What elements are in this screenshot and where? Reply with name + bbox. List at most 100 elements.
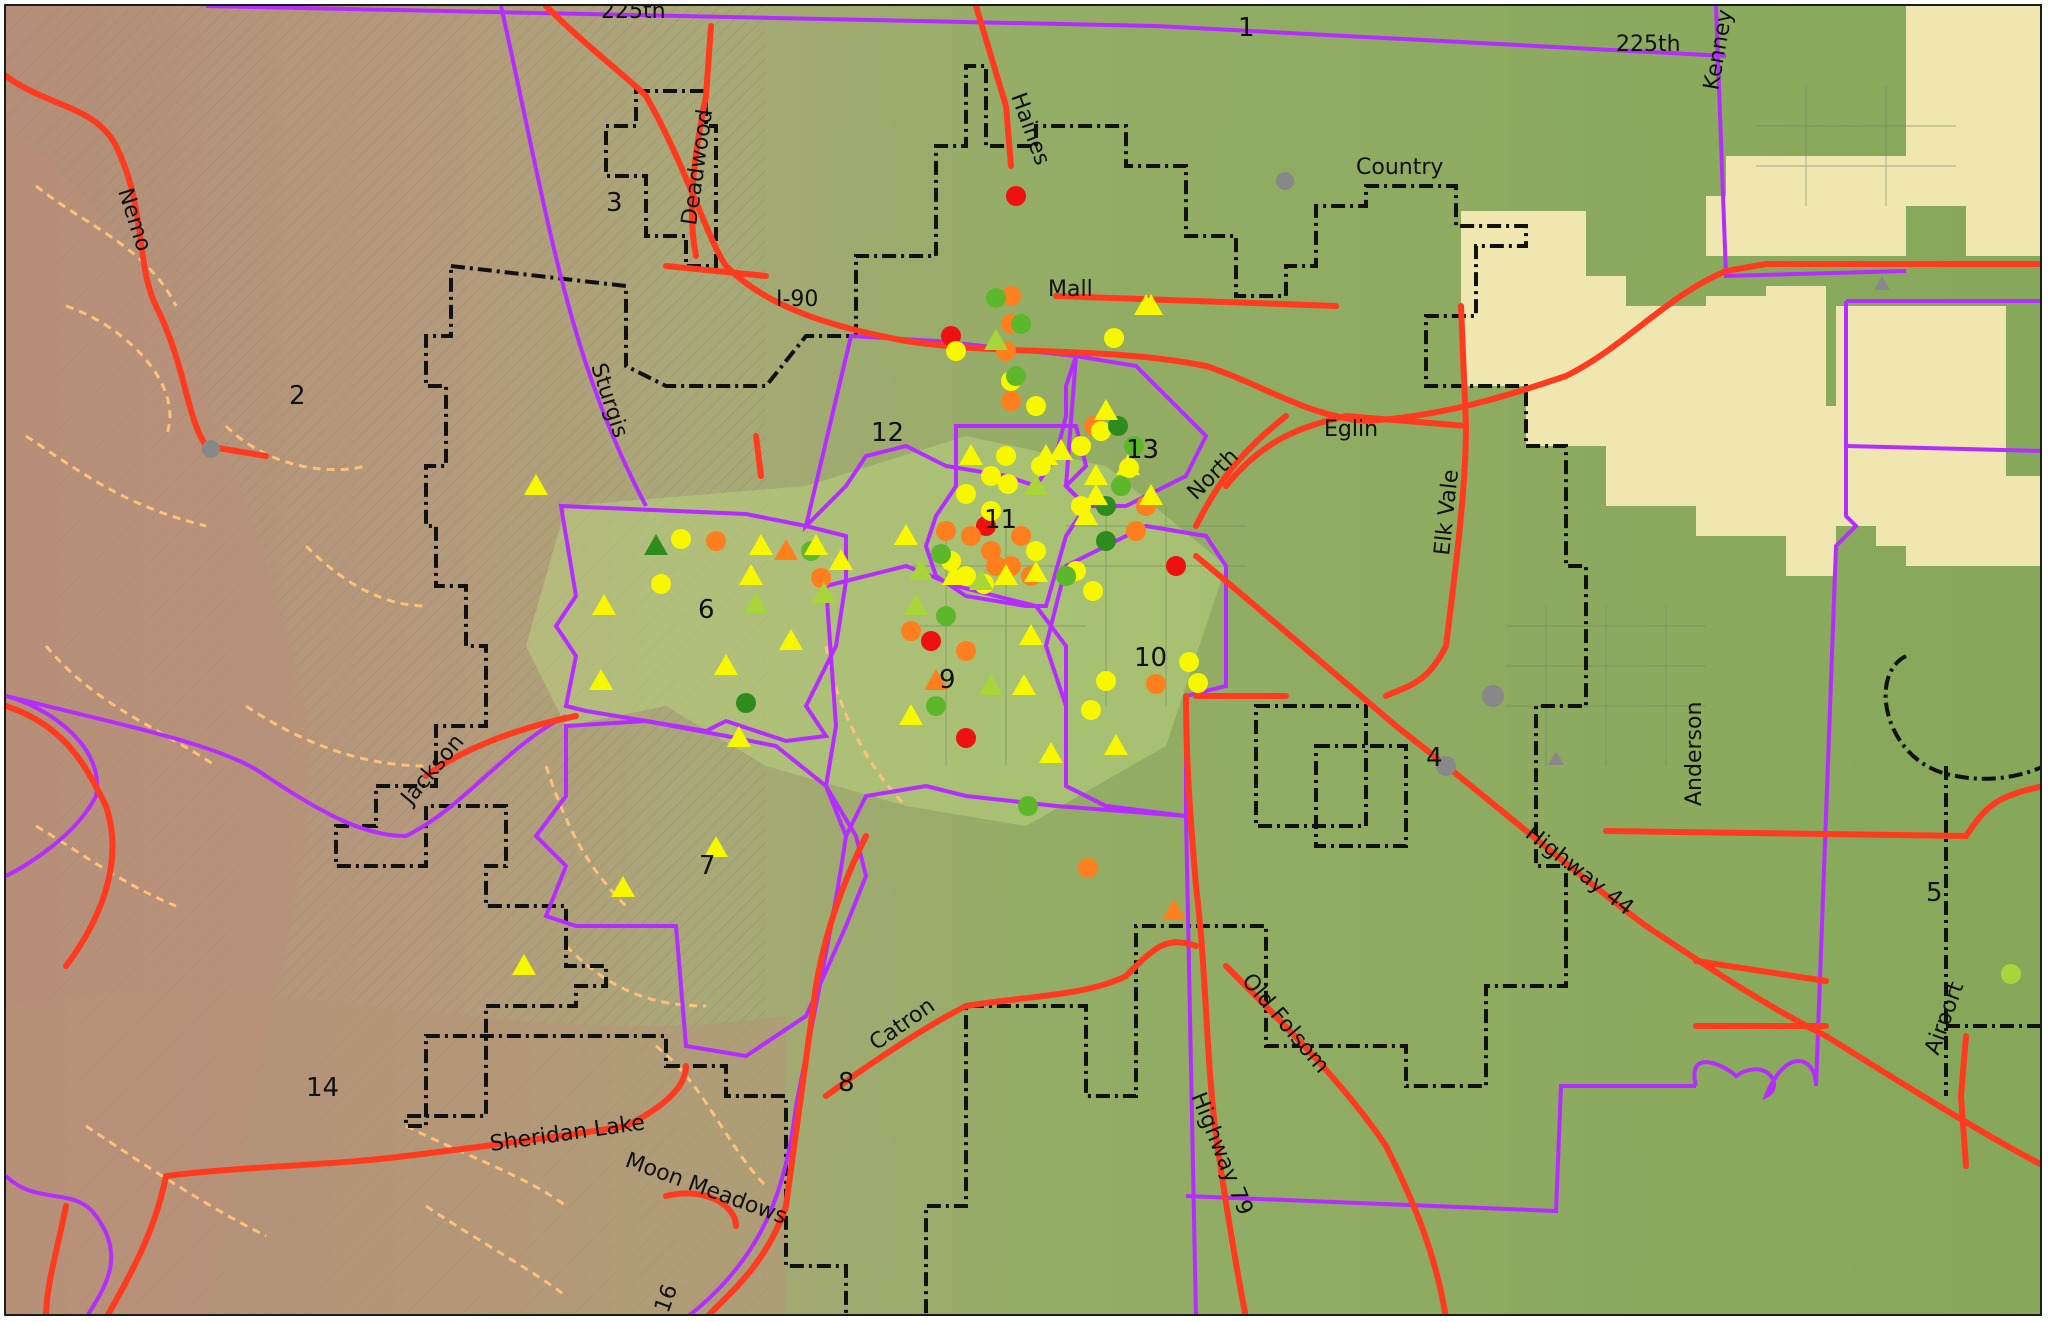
site-marker-circle[interactable] [956, 484, 976, 504]
site-marker-circle[interactable] [1111, 476, 1131, 496]
site-marker-triangle[interactable] [512, 954, 536, 975]
site-marker-circle[interactable] [1026, 396, 1046, 416]
site-marker-triangle[interactable] [942, 564, 966, 585]
site-marker-circle[interactable] [956, 728, 976, 748]
site-marker-circle[interactable] [986, 288, 1006, 308]
site-marker-triangle[interactable] [749, 534, 773, 555]
site-marker-triangle[interactable] [904, 594, 928, 615]
site-marker-triangle[interactable] [899, 704, 923, 725]
site-marker-triangle[interactable] [1094, 399, 1118, 420]
site-marker-triangle[interactable] [909, 559, 933, 580]
site-marker-triangle[interactable] [779, 629, 803, 650]
site-marker-circle[interactable] [931, 544, 951, 564]
site-marker-circle[interactable] [1126, 521, 1146, 541]
site-marker-triangle[interactable] [1116, 454, 1140, 475]
site-marker-circle[interactable] [996, 446, 1016, 466]
site-marker-triangle[interactable] [894, 524, 918, 545]
site-marker-triangle[interactable] [592, 594, 616, 615]
site-marker-circle[interactable] [1018, 796, 1038, 816]
site-marker-circle[interactable] [956, 641, 976, 661]
site-marker-circle[interactable] [946, 341, 966, 361]
site-marker-circle[interactable] [1006, 186, 1026, 206]
site-marker-triangle[interactable] [1074, 504, 1098, 525]
site-marker-circle[interactable] [1071, 436, 1091, 456]
site-marker-circle[interactable] [921, 631, 941, 651]
site-marker-circle[interactable] [998, 474, 1018, 494]
site-marker-circle[interactable] [1146, 674, 1166, 694]
site-marker-triangle[interactable] [924, 669, 948, 690]
map-canvas[interactable]: 225th 225th Haines Kenney Country Nemo D… [6, 6, 2042, 1316]
site-marker-circle[interactable] [1078, 858, 1098, 878]
site-marker-circle[interactable] [986, 556, 1006, 576]
site-marker-circle[interactable] [811, 568, 831, 588]
site-marker-circle[interactable] [1011, 314, 1031, 334]
site-marker-triangle[interactable] [804, 534, 828, 555]
site-marker-triangle[interactable] [1139, 484, 1163, 505]
site-marker-triangle[interactable] [1039, 742, 1063, 763]
site-marker-circle[interactable] [1096, 531, 1116, 551]
site-marker-circle[interactable] [1188, 673, 1208, 693]
site-marker-triangle[interactable] [1024, 474, 1048, 495]
site-marker-triangle[interactable] [704, 836, 728, 857]
site-marker-circle[interactable] [981, 501, 1001, 521]
site-marker-triangle[interactable] [1084, 484, 1108, 505]
site-marker-triangle[interactable] [1084, 464, 1108, 485]
site-marker-circle[interactable] [1096, 671, 1116, 691]
site-marker-circle[interactable] [901, 621, 921, 641]
site-marker-circle[interactable] [1091, 421, 1111, 441]
site-marker-triangle[interactable] [714, 654, 738, 675]
site-marker-triangle[interactable] [611, 876, 635, 897]
site-marker-triangle[interactable] [959, 444, 983, 465]
site-marker-circle[interactable] [1179, 652, 1199, 672]
site-marker-triangle[interactable] [739, 564, 763, 585]
site-marker-circle[interactable] [1001, 391, 1021, 411]
site-marker-triangle[interactable] [829, 549, 853, 570]
site-marker-circle[interactable] [1124, 436, 1144, 456]
site-marker-circle[interactable] [1166, 556, 1186, 576]
site-marker-triangle[interactable] [727, 726, 751, 747]
site-marker-circle[interactable] [981, 466, 1001, 486]
site-marker-triangle[interactable] [984, 329, 1008, 350]
site-marker-circle[interactable] [1083, 581, 1103, 601]
site-marker-circle[interactable] [1011, 526, 1031, 546]
site-marker-triangle[interactable] [969, 569, 993, 590]
site-marker-triangle[interactable] [1024, 561, 1048, 582]
site-marker-triangle[interactable] [812, 582, 836, 603]
site-marker-circle[interactable] [1081, 700, 1101, 720]
site-marker-triangle[interactable] [1139, 294, 1163, 315]
highways-layer [6, 6, 2040, 1314]
site-marker-circle[interactable] [1104, 328, 1124, 348]
site-marker-triangle[interactable] [1104, 734, 1128, 755]
site-marker-triangle[interactable] [774, 539, 798, 560]
site-marker-circle[interactable] [2001, 964, 2021, 984]
site-marker-circle[interactable] [926, 696, 946, 716]
highway-16 [705, 833, 869, 1314]
site-marker-circle[interactable] [936, 521, 956, 541]
site-marker-circle[interactable] [1108, 416, 1128, 436]
site-marker-circle[interactable] [936, 606, 956, 626]
site-marker-circle[interactable] [706, 531, 726, 551]
site-marker-circle[interactable] [961, 526, 981, 546]
site-marker-circle[interactable] [1026, 541, 1046, 561]
highway-i90 [543, 6, 2040, 425]
site-marker-circle[interactable] [1006, 366, 1026, 386]
road-label-mall: Mall [1048, 277, 1093, 302]
district-label-11: 11 [984, 505, 1017, 535]
site-marker-triangle[interactable] [1049, 439, 1073, 460]
site-marker-triangle[interactable] [589, 669, 613, 690]
site-marker-triangle[interactable] [744, 592, 768, 613]
site-marker-circle[interactable] [1056, 566, 1076, 586]
site-marker-circle[interactable] [671, 529, 691, 549]
site-marker-triangle[interactable] [1019, 624, 1043, 645]
site-marker-circle[interactable] [651, 574, 671, 594]
site-marker-triangle[interactable] [979, 674, 1003, 695]
site-marker-circle[interactable] [736, 693, 756, 713]
site-marker-triangle[interactable] [644, 534, 668, 555]
district-label-12: 12 [871, 418, 904, 448]
site-marker-triangle[interactable] [1012, 674, 1036, 695]
site-marker-triangle[interactable] [1162, 899, 1186, 920]
terrain-mountain-west [6, 126, 310, 1314]
site-marker-circle[interactable] [1001, 286, 1021, 306]
site-marker-triangle[interactable] [994, 564, 1018, 585]
site-marker-triangle[interactable] [524, 474, 548, 495]
